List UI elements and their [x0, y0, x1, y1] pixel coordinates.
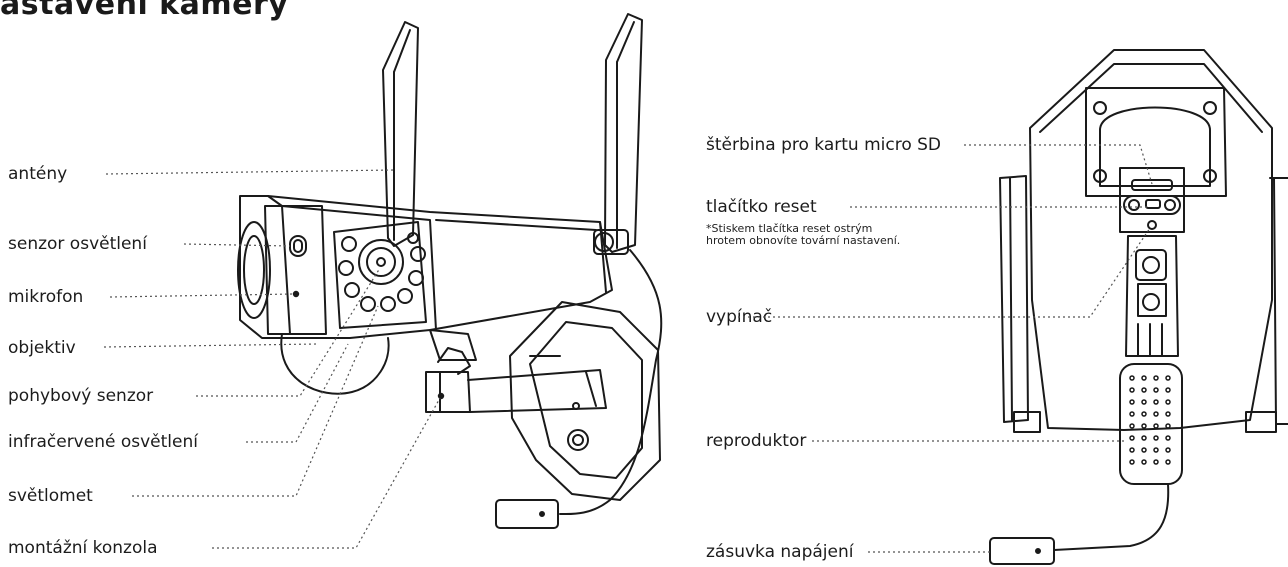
back-shell [1029, 49, 1273, 431]
camera-body [239, 195, 613, 339]
bracket-arm [425, 371, 471, 413]
front-camera-drawing [237, 13, 663, 529]
label-mount-bracket: montážní konzola [8, 538, 158, 558]
speaker-mark [1119, 363, 1183, 485]
reset-note-line2: hrotem obnovíte tovární nastavení. [706, 234, 901, 247]
right-antenna [604, 13, 643, 253]
back-left-antenna [999, 175, 1029, 423]
back-power-plug [989, 537, 1055, 565]
wall-plate [509, 301, 661, 501]
label-speaker: reproduktor [706, 431, 807, 451]
page-title: astavení kamery [0, 0, 289, 22]
sd-slot-mark [1131, 179, 1173, 191]
lens-mark [358, 239, 404, 285]
label-ir-light: infračervené osvětlení [8, 432, 198, 452]
left-antenna [382, 21, 419, 247]
power-switch-mark [1135, 249, 1167, 281]
back-camera-drawing [989, 49, 1288, 565]
label-light-sensor: senzor osvětlení [8, 234, 147, 254]
label-antennas: antény [8, 164, 68, 184]
label-sd-slot: štěrbina pro kartu micro SD [706, 135, 942, 155]
label-spotlight: světlomet [8, 486, 93, 506]
back-right-antenna [1273, 177, 1288, 425]
front-power-plug [495, 499, 559, 529]
motion-sensor-dome [280, 333, 390, 395]
leader-lines [103, 144, 1153, 553]
label-lens: objektiv [8, 338, 76, 358]
microphone-mark [292, 290, 300, 298]
label-microphone: mikrofon [8, 287, 84, 307]
reset-note-line1: *Stiskem tlačítka reset ostrým [706, 222, 873, 235]
label-motion-sensor: pohybový senzor [8, 386, 154, 406]
reset-button-mark [1123, 195, 1181, 215]
label-power-socket: zásuvka napájení [706, 542, 854, 562]
label-reset-button: tlačítko reset [706, 197, 817, 217]
